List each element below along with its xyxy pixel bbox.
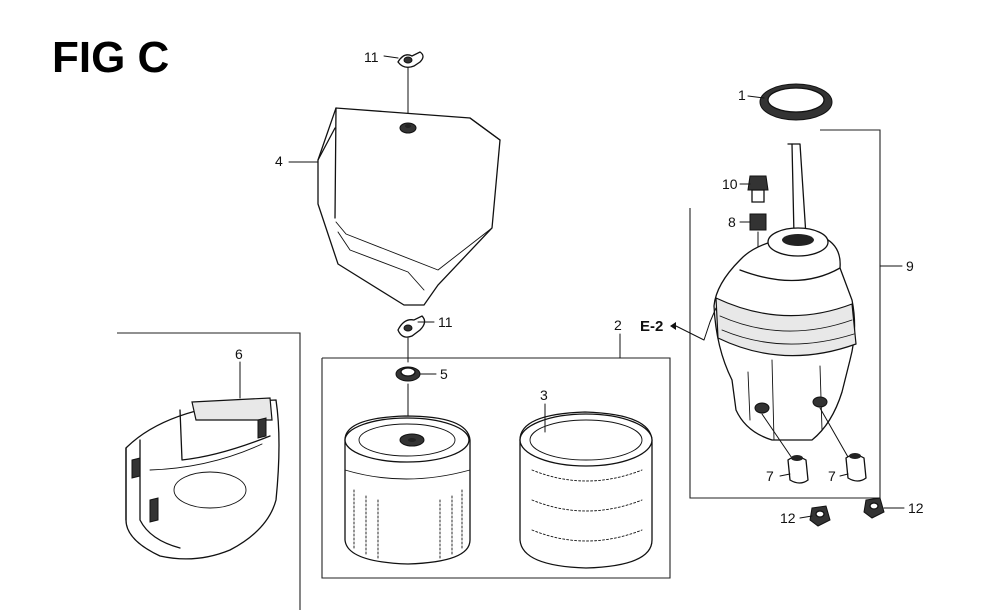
callout-9: 9 (906, 258, 914, 274)
callout-1: 1 (738, 87, 746, 103)
nut-12-right (863, 497, 885, 519)
group-frame-cover-6 (117, 332, 301, 610)
callout-4: 4 (275, 153, 283, 169)
wing-nut-11-lower (397, 315, 426, 363)
pre-filter-3 (519, 411, 653, 569)
collar-8 (749, 213, 767, 259)
callout-5: 5 (440, 366, 448, 382)
tube-7-right (845, 453, 867, 482)
callout-10: 10 (722, 176, 738, 192)
e2-reference-leader (675, 307, 717, 341)
group-frame-element-2 (321, 357, 671, 579)
filter-element-2 (344, 415, 471, 565)
e2-arrow-icon (670, 322, 676, 330)
callout-12-left: 12 (780, 510, 796, 526)
seal-ring-1 (759, 83, 833, 121)
reference-e2: E-2 (640, 318, 663, 335)
base-6 (125, 397, 280, 560)
callout-12-right: 12 (908, 500, 924, 516)
wing-nut-11-top (397, 51, 424, 119)
callout-11-top: 11 (364, 49, 379, 65)
callout-6: 6 (235, 346, 243, 362)
elbow-9 (713, 143, 857, 465)
callout-3: 3 (540, 387, 548, 403)
callout-11-lower: 11 (438, 314, 453, 330)
bolt-10 (747, 175, 769, 203)
tube-7-left (787, 455, 809, 484)
cover-4 (317, 107, 501, 306)
nut-12-left (809, 505, 831, 527)
callout-7-right: 7 (828, 468, 836, 484)
callout-7-left: 7 (766, 468, 774, 484)
callout-2: 2 (614, 317, 622, 333)
grommet-5 (395, 366, 421, 421)
figure-title: FIG C (52, 33, 170, 82)
callout-8: 8 (728, 214, 736, 230)
